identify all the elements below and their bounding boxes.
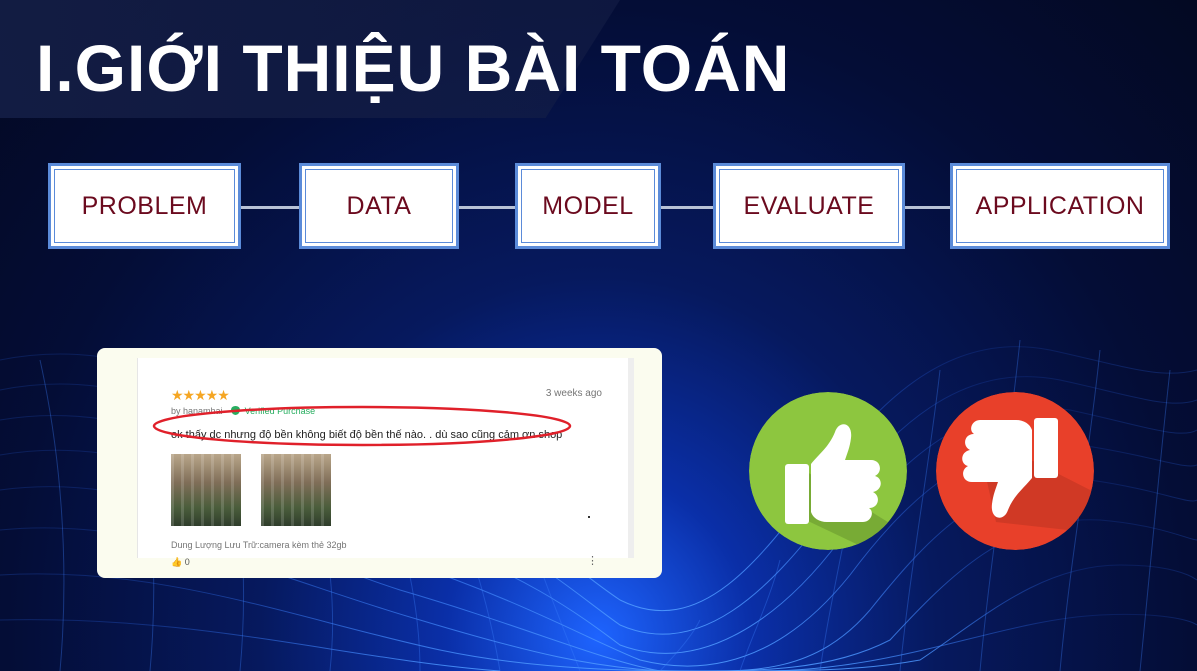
thumbs-down-icon (936, 392, 1094, 550)
connector-3 (660, 206, 715, 209)
verified-purchase-label: Verified Purchase (244, 406, 316, 416)
review-photo-2[interactable] (261, 454, 331, 526)
title-band (0, 0, 620, 118)
like-count-value: 0 (184, 557, 190, 567)
review-item: ★★★★★ 3 weeks ago by hanamhai Verified P… (137, 358, 634, 567)
step-data: DATA (299, 163, 459, 249)
like-count[interactable]: 👍 0 (171, 557, 190, 568)
stray-dot (588, 516, 590, 518)
review-photo-1[interactable] (171, 454, 241, 526)
like-icon: 👍 (171, 557, 183, 567)
step-evaluate: EVALUATE (713, 163, 905, 249)
review-variant: Dung Lượng Lưu Trữ:camera kèm thẻ 32gb (171, 540, 347, 550)
connector-2 (458, 206, 516, 209)
connector-4 (904, 206, 952, 209)
connector-1 (240, 206, 300, 209)
more-options-icon[interactable]: ⋮ (587, 555, 598, 567)
thumbs-up-icon (749, 392, 907, 550)
comment-highlight-ellipse (152, 405, 572, 447)
step-problem: PROBLEM (48, 163, 241, 249)
review-screenshot: ★★★★★ 3 weeks ago by hanamhai Verified P… (97, 348, 662, 578)
step-application: APPLICATION (950, 163, 1170, 249)
slide-title: I.GIỚI THIỆU BÀI TOÁN (36, 31, 791, 105)
rating-stars: ★★★★★ (171, 387, 230, 403)
step-model: MODEL (515, 163, 661, 249)
review-comment: ok thấy dc nhưng độ bền không biết độ bề… (171, 429, 563, 441)
reviewer-name: by hanamhai (171, 406, 223, 416)
review-time: 3 weeks ago (545, 388, 602, 399)
